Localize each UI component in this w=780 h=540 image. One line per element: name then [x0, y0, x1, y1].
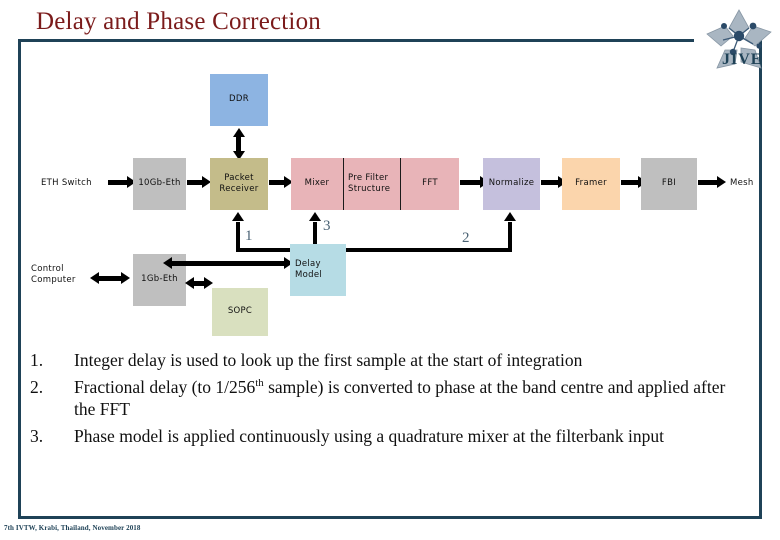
- arrow-line-ddr-packet: [236, 134, 241, 154]
- arrow-line-step3-vertical: [313, 222, 317, 248]
- bullet-text-1-main: Integer delay is used to look up the fir…: [74, 350, 583, 370]
- arrow-line-10gbe-to-packet: [187, 180, 203, 185]
- arrow-line-eth-to-10gbe: [108, 180, 128, 185]
- arrow-line-framer-to-fbi: [621, 180, 639, 185]
- arrow-line-1gbe-to-sopc: [193, 281, 205, 286]
- arrow-head-control-right: [121, 272, 130, 284]
- arrow-head-packet-down: [233, 151, 245, 160]
- diagram-block-packet-receiver[interactable]: Packet Receiver: [210, 158, 268, 210]
- bullet-text-2: Fractional delay (to 1/256th sample) is …: [74, 377, 730, 420]
- bullet-number-2: 2.: [30, 377, 44, 398]
- arrow-line-step2-vertical: [508, 222, 512, 250]
- divider-prefilter-fft: [400, 158, 401, 210]
- arrow-line-control-to-1gbe: [98, 276, 122, 281]
- divider-mixer-prefilter: [343, 158, 344, 210]
- edge-label-eth-switch: ETH Switch: [41, 178, 92, 188]
- arrow-head-eth-to-10gbe: [127, 176, 136, 188]
- arrow-head-1gbe-delay-right: [284, 257, 293, 269]
- jive-wordmark: JIVE: [722, 51, 763, 68]
- arrow-line-1gbe-to-delay: [171, 261, 285, 266]
- bullet-text-2-post: sample) is converted to phase at the ban…: [74, 377, 726, 419]
- bullet-text-1: Integer delay is used to look up the fir…: [74, 350, 730, 371]
- jive-logo: [703, 6, 775, 78]
- bullet-item-3: 3. Phase model is applied continuously u…: [30, 426, 730, 447]
- bullet-text-2-sup: th: [255, 377, 264, 390]
- edge-label-control-computer: Control Computer: [31, 264, 76, 286]
- arrow-line-packet-to-mixer: [269, 180, 285, 185]
- diagram-block-pre-filter-structure[interactable]: Pre Filter Structure: [344, 158, 400, 210]
- arrow-head-step2-to-normalize: [504, 212, 516, 221]
- edge-label-mesh: Mesh: [730, 178, 754, 188]
- bullet-text-3-main: Phase model is applied continuously usin…: [74, 426, 665, 447]
- diagram-block-framer[interactable]: Framer: [562, 158, 620, 210]
- arrow-head-control-left: [90, 272, 99, 284]
- diagram-block-normalize[interactable]: Normalize: [483, 158, 540, 210]
- bullet-text-3: Phase model is applied continuously usin…: [74, 426, 730, 447]
- arrow-head-1gbe-sopc-right: [204, 277, 213, 289]
- arrow-head-packet-to-mixer: [284, 176, 293, 188]
- step-number-3: 3: [323, 218, 331, 234]
- diagram-block-delay-model-label: Delay Model: [295, 258, 323, 280]
- frame-top-rule: [18, 39, 694, 42]
- diagram-block-fft[interactable]: FFT: [401, 158, 459, 210]
- bullet-list: 1. Integer delay is used to look up the …: [30, 350, 730, 453]
- arrow-line-step2-horizontal: [346, 248, 512, 252]
- diagram-block-packet-receiver-label: Packet Receiver: [219, 172, 259, 194]
- jive-star-network-icon: [706, 9, 772, 69]
- arrow-line-fbi-to-mesh: [698, 180, 718, 185]
- arrow-line-fft-to-normalize: [460, 180, 481, 185]
- diagram-block-ddr[interactable]: DDR: [210, 74, 268, 126]
- bullet-text-2-pre: Fractional delay (to 1/256: [74, 377, 256, 398]
- bullet-item-2: 2. Fractional delay (to 1/256th sample) …: [30, 377, 730, 420]
- arrow-head-step3-to-mixer: [309, 212, 321, 221]
- arrow-head-1gbe-delay-left: [163, 257, 172, 269]
- arrow-head-step1-to-packet: [232, 212, 244, 221]
- page-title: Delay and Phase Correction: [36, 8, 321, 35]
- diagram-block-fbi[interactable]: FBI: [641, 158, 697, 210]
- bullet-number-1: 1.: [30, 350, 44, 370]
- arrow-head-fbi-to-mesh: [717, 176, 726, 188]
- diagram-block-pre-filter-structure-label: Pre Filter Structure: [348, 172, 391, 194]
- bullet-number-3: 3.: [30, 426, 44, 447]
- step-number-1: 1: [245, 228, 253, 244]
- diagram-block-mixer[interactable]: Mixer: [291, 158, 343, 210]
- diagram-block-delay-model[interactable]: Delay Model: [290, 244, 346, 296]
- footer-text: 7th IVTW, Krabi, Thailand, November 2018: [4, 524, 141, 532]
- arrow-head-1gbe-sopc-left: [185, 277, 194, 289]
- arrow-line-normalize-to-framer: [541, 180, 559, 185]
- arrow-head-10gbe-to-packet: [202, 176, 211, 188]
- arrow-head-ddr-up: [233, 128, 245, 137]
- bullet-item-1: 1. Integer delay is used to look up the …: [30, 350, 730, 371]
- diagram-block-10gb-eth[interactable]: 10Gb-Eth: [133, 158, 186, 210]
- diagram-block-sopc[interactable]: SOPC: [212, 288, 268, 336]
- step-number-2: 2: [462, 230, 470, 246]
- arrow-line-step1-vertical: [236, 222, 240, 252]
- content-frame: [18, 39, 762, 519]
- arrow-line-step1-horizontal: [236, 248, 293, 252]
